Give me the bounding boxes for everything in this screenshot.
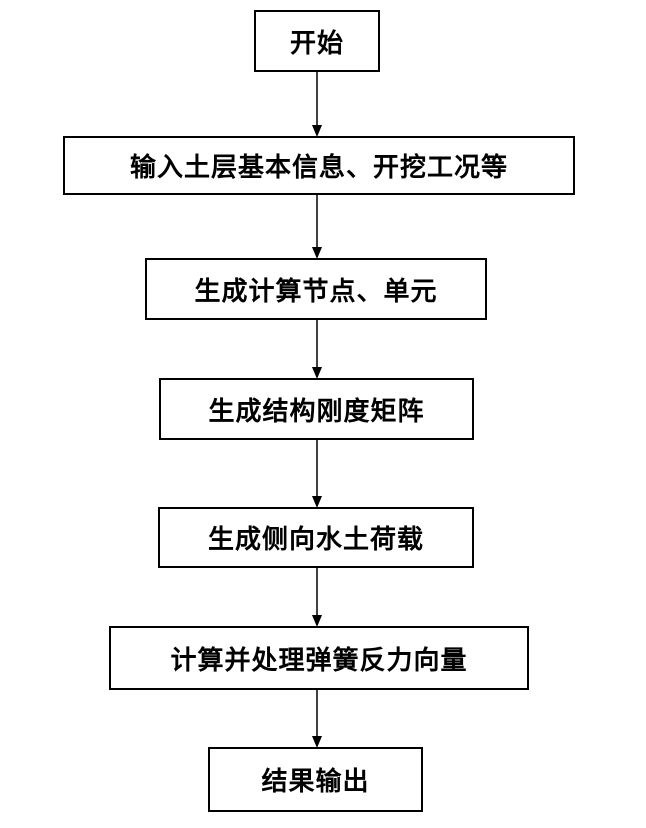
edge-input-nodes-arrowhead (312, 247, 322, 259)
edge-nodes-stiffness-arrowhead (312, 367, 322, 379)
edge-spring-output-arrowhead (312, 736, 322, 748)
step-input: 输入土层基本信息、开挖工况等 (63, 136, 575, 195)
step-output-label: 结果输出 (261, 767, 370, 797)
step-nodes: 生成计算节点、单元 (145, 258, 487, 320)
step-load: 生成侧向水土荷载 (158, 507, 474, 568)
step-start: 开始 (254, 10, 380, 72)
edge-start-input-arrowhead (312, 125, 322, 137)
step-output: 结果输出 (208, 747, 423, 812)
step-input-label: 输入土层基本信息、开挖工况等 (129, 153, 508, 183)
step-spring: 计算并处理弹簧反力向量 (109, 626, 529, 690)
step-stiffness: 生成结构刚度矩阵 (159, 378, 474, 440)
edge-stiffness-load-arrowhead (312, 496, 322, 508)
step-stiffness-label: 生成结构刚度矩阵 (208, 396, 425, 427)
step-load-label: 生成侧向水土荷载 (207, 525, 424, 555)
step-start-label: 开始 (289, 28, 344, 59)
step-nodes-label: 生成计算节点、单元 (194, 276, 438, 307)
edge-load-spring-arrowhead (312, 615, 322, 627)
step-spring-label: 计算并处理弹簧反力向量 (170, 645, 468, 676)
